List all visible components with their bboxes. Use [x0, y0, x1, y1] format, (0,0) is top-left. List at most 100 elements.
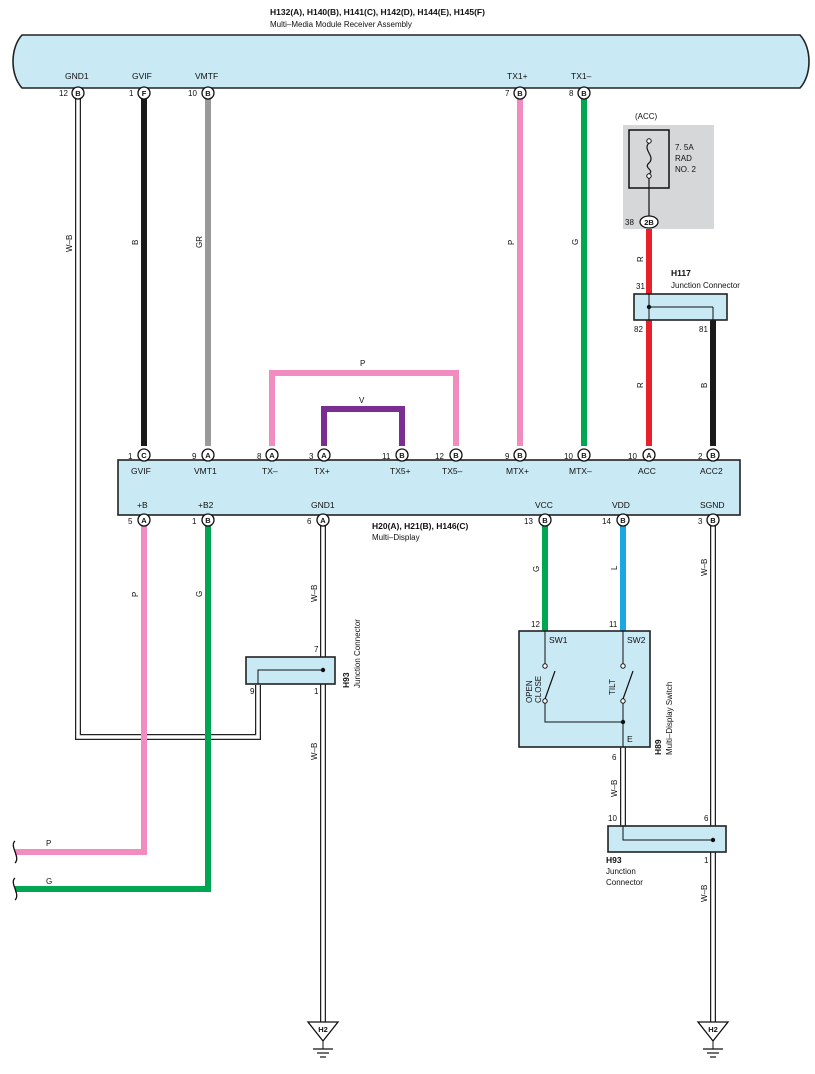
display-pin-conn: A [646, 451, 652, 460]
receiver-title: H132(A), H140(B), H141(C), H142(D), H144… [270, 7, 485, 17]
display-pin-label: TX– [262, 466, 278, 476]
switch-sw2-label: SW2 [627, 635, 646, 645]
display-pin-circle [706, 513, 720, 527]
wire-label-wb: W–B [610, 780, 619, 797]
receiver-pin-circle [137, 86, 151, 100]
switch-tilt-label: TILT [608, 679, 617, 695]
switch-e-label: E [627, 734, 633, 744]
offpage-break-icon [12, 877, 18, 901]
junction-h93-right-pin: 10 [608, 814, 617, 823]
receiver-pin-label-gvif: GVIF [132, 71, 152, 81]
fuse-terminal-top [646, 138, 652, 144]
junction-h93-right-bus [622, 826, 713, 841]
multi-display-title: H20(A), H21(B), H146(C) [372, 521, 469, 531]
receiver-pin-num: 12 [59, 89, 68, 98]
wire-label-l: L [610, 565, 619, 570]
junction-h93-left-pin: 7 [314, 645, 319, 654]
ground-left-triangle [306, 1021, 340, 1043]
display-pin-conn: B [453, 451, 459, 460]
wire-label-g: G [571, 239, 580, 245]
wire-label-r: R [636, 256, 645, 262]
receiver-subtitle: Multi–Media Module Receiver Assembly [270, 20, 412, 29]
display-pin-circle [317, 448, 331, 462]
display-pin-conn: C [141, 451, 147, 460]
display-pin-circle [395, 448, 409, 462]
junction-h93-left-id: H93 [341, 672, 351, 688]
wire-pink-tx-loop [269, 370, 459, 446]
display-pin-conn: B [205, 516, 211, 525]
wire-green-plusb2 [15, 526, 211, 892]
wire-wb-gnd1-loop-outline [75, 99, 261, 740]
display-pin-num: 14 [602, 517, 611, 526]
fuse-mode: (ACC) [635, 112, 658, 121]
wire-label-b: B [700, 383, 709, 388]
junction-h93-left-pin: 1 [314, 687, 319, 696]
display-pin-circle [137, 513, 151, 527]
receiver-pin-num: 10 [188, 89, 197, 98]
receiver-pins: 12 B 1 F 10 B 7 B 8 B [59, 86, 591, 100]
display-pin-label: VCC [535, 500, 553, 510]
receiver-assembly: H132(A), H140(B), H141(C), H142(D), H144… [12, 7, 810, 89]
display-pin-num: 9 [192, 452, 197, 461]
switch-h89: 12 11 SW1 SW2 OPEN CLOSE TILT E 6 H89 Mu… [518, 620, 674, 762]
receiver-pin-circle [577, 86, 591, 100]
fuse-name2: NO. 2 [675, 165, 696, 174]
wire-label-b: B [131, 240, 140, 245]
junction-h117-pin: 31 [636, 282, 645, 291]
wire-label-wb: W–B [310, 585, 319, 602]
junction-h117: H117 Junction Connector 31 82 81 [633, 268, 740, 334]
display-pin-num: 12 [435, 452, 444, 461]
junction-h93-left-name: Junction Connector [353, 619, 362, 688]
wire-label-g: G [532, 566, 541, 572]
display-pin-circle [265, 448, 279, 462]
display-pin-label: MTX– [569, 466, 592, 476]
receiver-pin-conn: B [205, 89, 211, 98]
switch-node [620, 719, 626, 725]
display-pin-circle [538, 513, 552, 527]
fuse-pin-num: 38 [625, 218, 634, 227]
display-pin-conn: B [517, 451, 523, 460]
display-pin-circle [449, 448, 463, 462]
multi-display: H20(A), H21(B), H146(C) Multi–Display 1 … [117, 448, 741, 542]
display-pin-num: 6 [307, 517, 312, 526]
switch-pin: 6 [612, 753, 617, 762]
receiver-pin-circle [71, 86, 85, 100]
receiver-pin-num: 1 [129, 89, 134, 98]
display-pin-num: 2 [698, 452, 703, 461]
receiver-pin-conn: F [142, 89, 147, 98]
switch-sw2-contact [620, 663, 626, 669]
switch-common-line [544, 703, 623, 723]
wires [15, 99, 716, 1022]
display-pin-label: VDD [612, 500, 630, 510]
receiver-pin-label-gnd1: GND1 [65, 71, 89, 81]
junction-h93-left-node [320, 667, 326, 673]
display-pin-conn: A [320, 516, 326, 525]
display-pin-circle [316, 513, 330, 527]
wire-label-p: P [360, 359, 365, 368]
junction-h117-name: Junction Connector [671, 281, 740, 290]
display-pin-num: 8 [257, 452, 262, 461]
offpage-g-label: G [46, 877, 52, 886]
wire-label-gr: GR [195, 236, 204, 248]
display-pin-label: VMT1 [194, 466, 217, 476]
display-pin-num: 1 [192, 517, 197, 526]
switch-pin: 11 [609, 620, 618, 629]
ground-left-label: H2 [318, 1025, 328, 1034]
receiver-pin-conn: B [581, 89, 587, 98]
display-pin-label: GVIF [131, 466, 151, 476]
junction-h93-left-bus [257, 669, 323, 684]
junction-h93-right-node [710, 837, 716, 843]
display-pin-circle [577, 448, 591, 462]
display-pin-circle [642, 448, 656, 462]
offpage-break-icon [12, 840, 18, 864]
display-pin-circle [201, 513, 215, 527]
fuse-terminal-bottom [646, 173, 652, 179]
junction-h93-right: 10 6 1 H93 Junction Connector [606, 814, 727, 887]
fuse-rating: 7. 5A [675, 143, 694, 152]
junction-h117-node [646, 304, 652, 310]
receiver-pin-label-tx1p: TX1+ [507, 71, 528, 81]
wire-label-wb: W–B [700, 559, 709, 576]
receiver-body [12, 34, 810, 89]
junction-h117-pin: 82 [634, 325, 643, 334]
